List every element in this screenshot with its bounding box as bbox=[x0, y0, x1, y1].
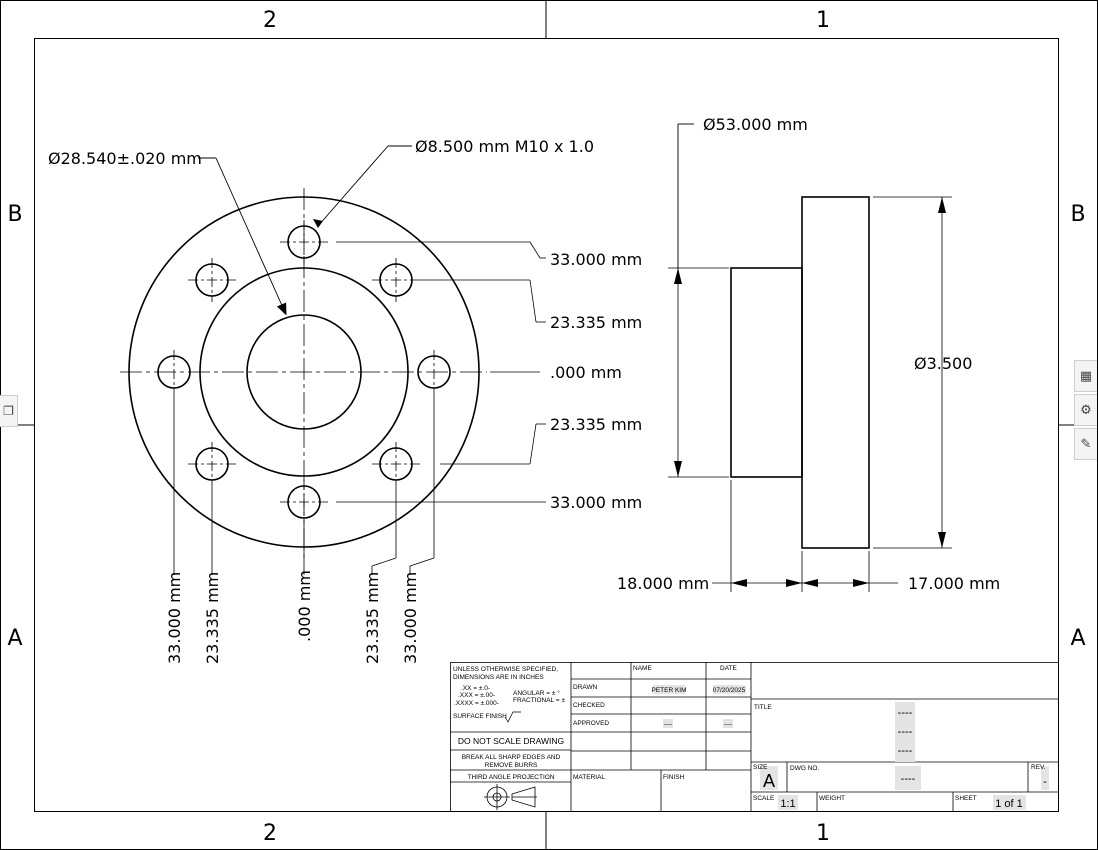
row-approved: APPROVED bbox=[573, 720, 609, 727]
copy-icon[interactable]: ❐ bbox=[0, 395, 18, 427]
zone-label-top-2: 2 bbox=[263, 8, 277, 33]
rev-value: - bbox=[1043, 776, 1047, 788]
spec-line-7: FRACTIONAL = ± bbox=[513, 697, 565, 704]
scale-label: SCALE bbox=[753, 795, 775, 802]
size-label: SIZE bbox=[753, 764, 768, 771]
size-value: A bbox=[763, 771, 775, 791]
flange-body bbox=[801, 196, 870, 549]
surface-finish-icon bbox=[504, 711, 521, 723]
hub-body bbox=[730, 267, 803, 478]
zone-label-top-1: 1 bbox=[816, 8, 830, 33]
zone-label-left-a: A bbox=[7, 626, 22, 651]
vdim-4: 23.335 mm bbox=[363, 572, 382, 664]
title-block-fields bbox=[653, 685, 1049, 810]
zone-label-right-b: B bbox=[1070, 202, 1085, 227]
hdim-2: 23.335 mm bbox=[550, 313, 642, 332]
spec-line-2: DIMENSIONS ARE IN INCHES bbox=[453, 674, 544, 681]
break-edges-2: REMOVE BURRS bbox=[485, 762, 538, 769]
bore-circle bbox=[246, 314, 362, 430]
scale-value: 1:1 bbox=[780, 798, 795, 810]
row-drawn: DRAWN bbox=[573, 684, 598, 691]
title-line-1: ---- bbox=[898, 707, 913, 719]
dwg-value: ---- bbox=[901, 773, 916, 785]
spec-line-3: .XX = ±.0- bbox=[461, 685, 490, 692]
hdim-1: 33.000 mm bbox=[550, 250, 642, 269]
vdim-2: 23.335 mm bbox=[203, 572, 222, 664]
drawn-date: 07/20/2025 bbox=[713, 687, 746, 694]
break-edges-1: BREAK ALL SHARP EDGES AND bbox=[462, 754, 561, 761]
finish-label: FINISH bbox=[663, 774, 685, 781]
vdim-1: 33.000 mm bbox=[165, 572, 184, 664]
spec-line-1: UNLESS OTHERWISE SPECIFIED, bbox=[453, 666, 558, 673]
zone-label-right-a: A bbox=[1070, 626, 1085, 651]
zone-label-left-b: B bbox=[7, 202, 22, 227]
wrench-icon[interactable]: ✎ bbox=[1074, 428, 1097, 460]
sheet-value: 1 of 1 bbox=[995, 798, 1023, 810]
title-label: TITLE bbox=[754, 704, 772, 711]
title-line-2: ---- bbox=[898, 726, 913, 738]
flange-dia-dim: Ø3.500 bbox=[914, 354, 972, 373]
row-checked: CHECKED bbox=[573, 702, 605, 709]
hdim-3: .000 mm bbox=[550, 363, 622, 382]
weight-label: WEIGHT bbox=[819, 795, 845, 802]
gears-icon[interactable]: ⚙ bbox=[1074, 394, 1097, 426]
flange-length-dim: 17.000 mm bbox=[908, 574, 1000, 593]
vdim-3: .000 mm bbox=[295, 570, 314, 642]
side-view bbox=[668, 123, 952, 592]
spec-line-6: ANGULAR = ± ° bbox=[513, 689, 560, 697]
outer-dia-dim: Ø53.000 mm bbox=[703, 115, 808, 134]
drawn-name: PETER KIM bbox=[651, 687, 686, 694]
side-view-arrows bbox=[674, 197, 946, 587]
sheet-label: SHEET bbox=[955, 795, 977, 802]
approved-date: ---- bbox=[724, 721, 733, 728]
col-date: DATE bbox=[720, 665, 738, 672]
third-angle-projection-icon bbox=[484, 784, 537, 810]
rev-label: REV. bbox=[1031, 764, 1046, 771]
dwg-label: DWG NO. bbox=[790, 765, 819, 772]
col-name: NAME bbox=[633, 665, 652, 672]
vdim-5: 33.000 mm bbox=[401, 572, 420, 664]
table-icon[interactable]: ▦ bbox=[1074, 360, 1097, 392]
hub-circle bbox=[199, 267, 409, 477]
spec-line-4: .XXX = ±.00- bbox=[458, 692, 495, 699]
spec-line-5: .XXXX = ±.000- bbox=[454, 700, 499, 707]
spec-line-8: SURFACE FINISH bbox=[453, 713, 507, 720]
hole-callout: Ø8.500 mm M10 x 1.0 bbox=[415, 137, 594, 156]
hdim-4: 23.335 mm bbox=[550, 415, 642, 434]
title-line-3: ---- bbox=[898, 745, 913, 757]
do-not-scale: DO NOT SCALE DRAWING bbox=[458, 736, 564, 746]
zone-label-bottom-2: 2 bbox=[263, 821, 277, 846]
approved-name: ---- bbox=[664, 721, 673, 728]
zone-label-bottom-1: 1 bbox=[816, 821, 830, 846]
front-view bbox=[120, 145, 546, 575]
projection-label: THIRD ANGLE PROJECTION bbox=[467, 774, 554, 781]
right-tool-strip: ▦ ⚙ ✎ bbox=[1074, 360, 1098, 462]
hub-length-dim: 18.000 mm bbox=[617, 574, 709, 593]
material-label: MATERIAL bbox=[573, 774, 605, 781]
bore-callout: Ø28.540±.020 mm bbox=[48, 149, 202, 168]
hdim-5: 33.000 mm bbox=[550, 493, 642, 512]
